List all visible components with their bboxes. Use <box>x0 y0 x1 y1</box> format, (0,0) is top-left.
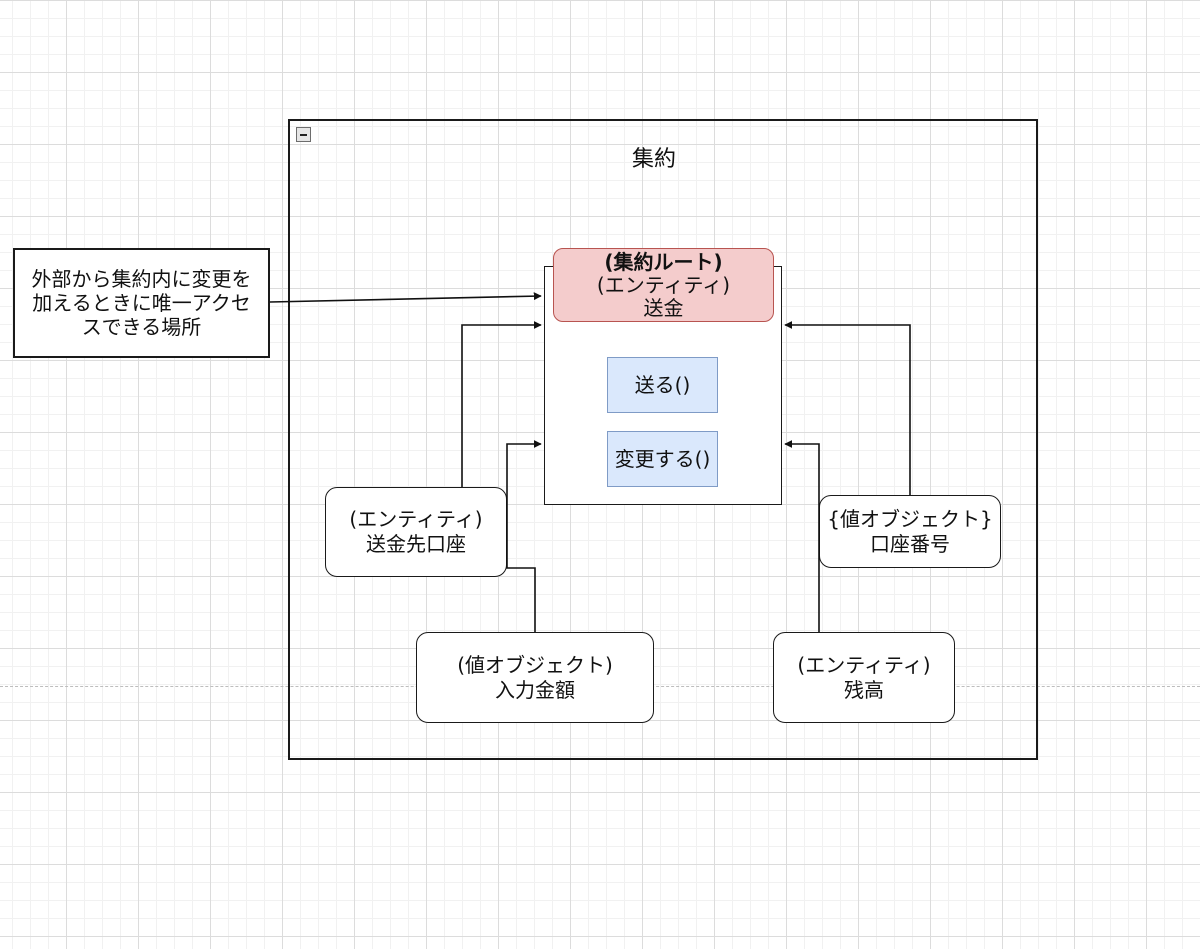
destination-account-name: 送金先口座 <box>366 532 466 556</box>
input-amount-type: (値オブジェクト) <box>457 652 613 677</box>
destination-account-type: (エンティティ) <box>349 507 483 531</box>
collapse-icon[interactable] <box>296 127 311 142</box>
destination-account-entity[interactable]: (エンティティ) 送金先口座 <box>325 487 507 577</box>
note-line-2: 加えるときに唯一アクセ <box>32 291 251 315</box>
aggregate-container[interactable] <box>288 119 1038 760</box>
method-send[interactable]: 送る() <box>607 357 718 413</box>
account-number-value-object[interactable]: {値オブジェクト} 口座番号 <box>819 495 1001 568</box>
balance-name: 残高 <box>844 677 884 702</box>
aggregate-root-header[interactable]: (集約ルート) (エンティティ) 送金 <box>553 248 774 322</box>
note-line-1: 外部から集約内に変更を <box>31 267 252 291</box>
root-role-label: (集約ルート) <box>604 249 723 274</box>
method-change-label: 変更する() <box>614 446 711 471</box>
input-amount-value-object[interactable]: (値オブジェクト) 入力金額 <box>416 632 654 723</box>
root-name-label: 送金 <box>643 295 684 320</box>
note-line-3: スできる場所 <box>81 315 202 339</box>
account-number-name: 口座番号 <box>870 531 950 556</box>
balance-type: (エンティティ) <box>797 652 931 677</box>
account-number-type: {値オブジェクト} <box>827 506 993 531</box>
method-change[interactable]: 変更する() <box>607 431 718 487</box>
method-send-label: 送る() <box>634 372 691 397</box>
access-point-note[interactable]: 外部から集約内に変更を 加えるときに唯一アクセ スできる場所 <box>13 248 270 358</box>
input-amount-name: 入力金額 <box>495 677 575 702</box>
balance-entity[interactable]: (エンティティ) 残高 <box>773 632 955 723</box>
root-type-label: (エンティティ) <box>596 272 731 297</box>
aggregate-title: 集約 <box>631 147 676 172</box>
